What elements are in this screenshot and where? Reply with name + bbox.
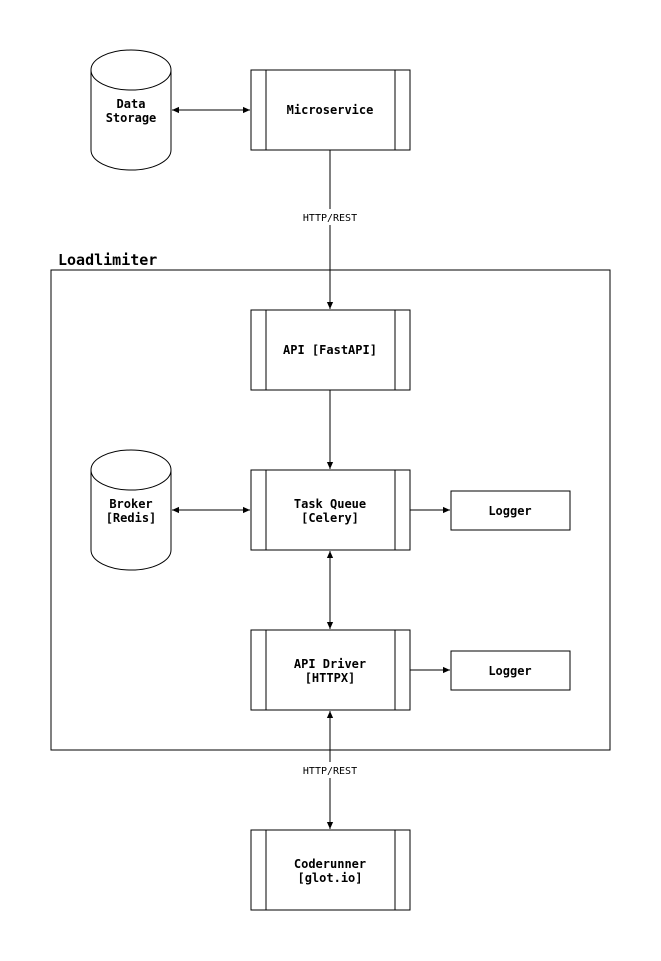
logger-box-1[interactable]: Logger	[450, 490, 571, 531]
edge-label-bg-1	[296, 209, 364, 225]
microservice-label: Microservice	[287, 103, 374, 117]
edge-label-http-rest-2: HTTP/REST	[303, 766, 357, 777]
api-driver-label-line1: API Driver	[294, 657, 366, 671]
microservice-box[interactable]: Microservice	[250, 69, 411, 151]
edge-label-http-rest-1: HTTP/REST	[303, 213, 357, 224]
data-storage-label-line1: Data	[117, 97, 146, 111]
task-queue-label-line2: [Celery]	[301, 511, 359, 525]
task-queue-box[interactable]: Task Queue [Celery]	[250, 469, 411, 551]
logger-box-2[interactable]: Logger	[450, 650, 571, 691]
loadlimiter-title: Loadlimiter	[58, 251, 157, 269]
data-storage-cylinder[interactable]: Data Storage	[90, 49, 172, 171]
api-fastapi-label: API [FastAPI]	[283, 343, 377, 357]
broker-label-line1: Broker	[109, 497, 152, 511]
logger-2-label: Logger	[488, 664, 531, 678]
task-queue-label-line1: Task Queue	[294, 497, 366, 511]
coderunner-label-line1: Coderunner	[294, 857, 366, 871]
logger-1-label: Logger	[488, 504, 531, 518]
broker-cylinder[interactable]: Broker [Redis]	[90, 449, 172, 571]
edge-label-bg-2	[296, 762, 364, 778]
coderunner-box[interactable]: Coderunner [glot.io]	[250, 829, 411, 911]
api-fastapi-box[interactable]: API [FastAPI]	[250, 309, 411, 391]
api-driver-label-line2: [HTTPX]	[305, 671, 356, 685]
coderunner-label-line2: [glot.io]	[297, 871, 362, 885]
broker-label-line2: [Redis]	[106, 511, 157, 525]
api-driver-box[interactable]: API Driver [HTTPX]	[250, 629, 411, 711]
data-storage-label-line2: Storage	[106, 111, 157, 125]
